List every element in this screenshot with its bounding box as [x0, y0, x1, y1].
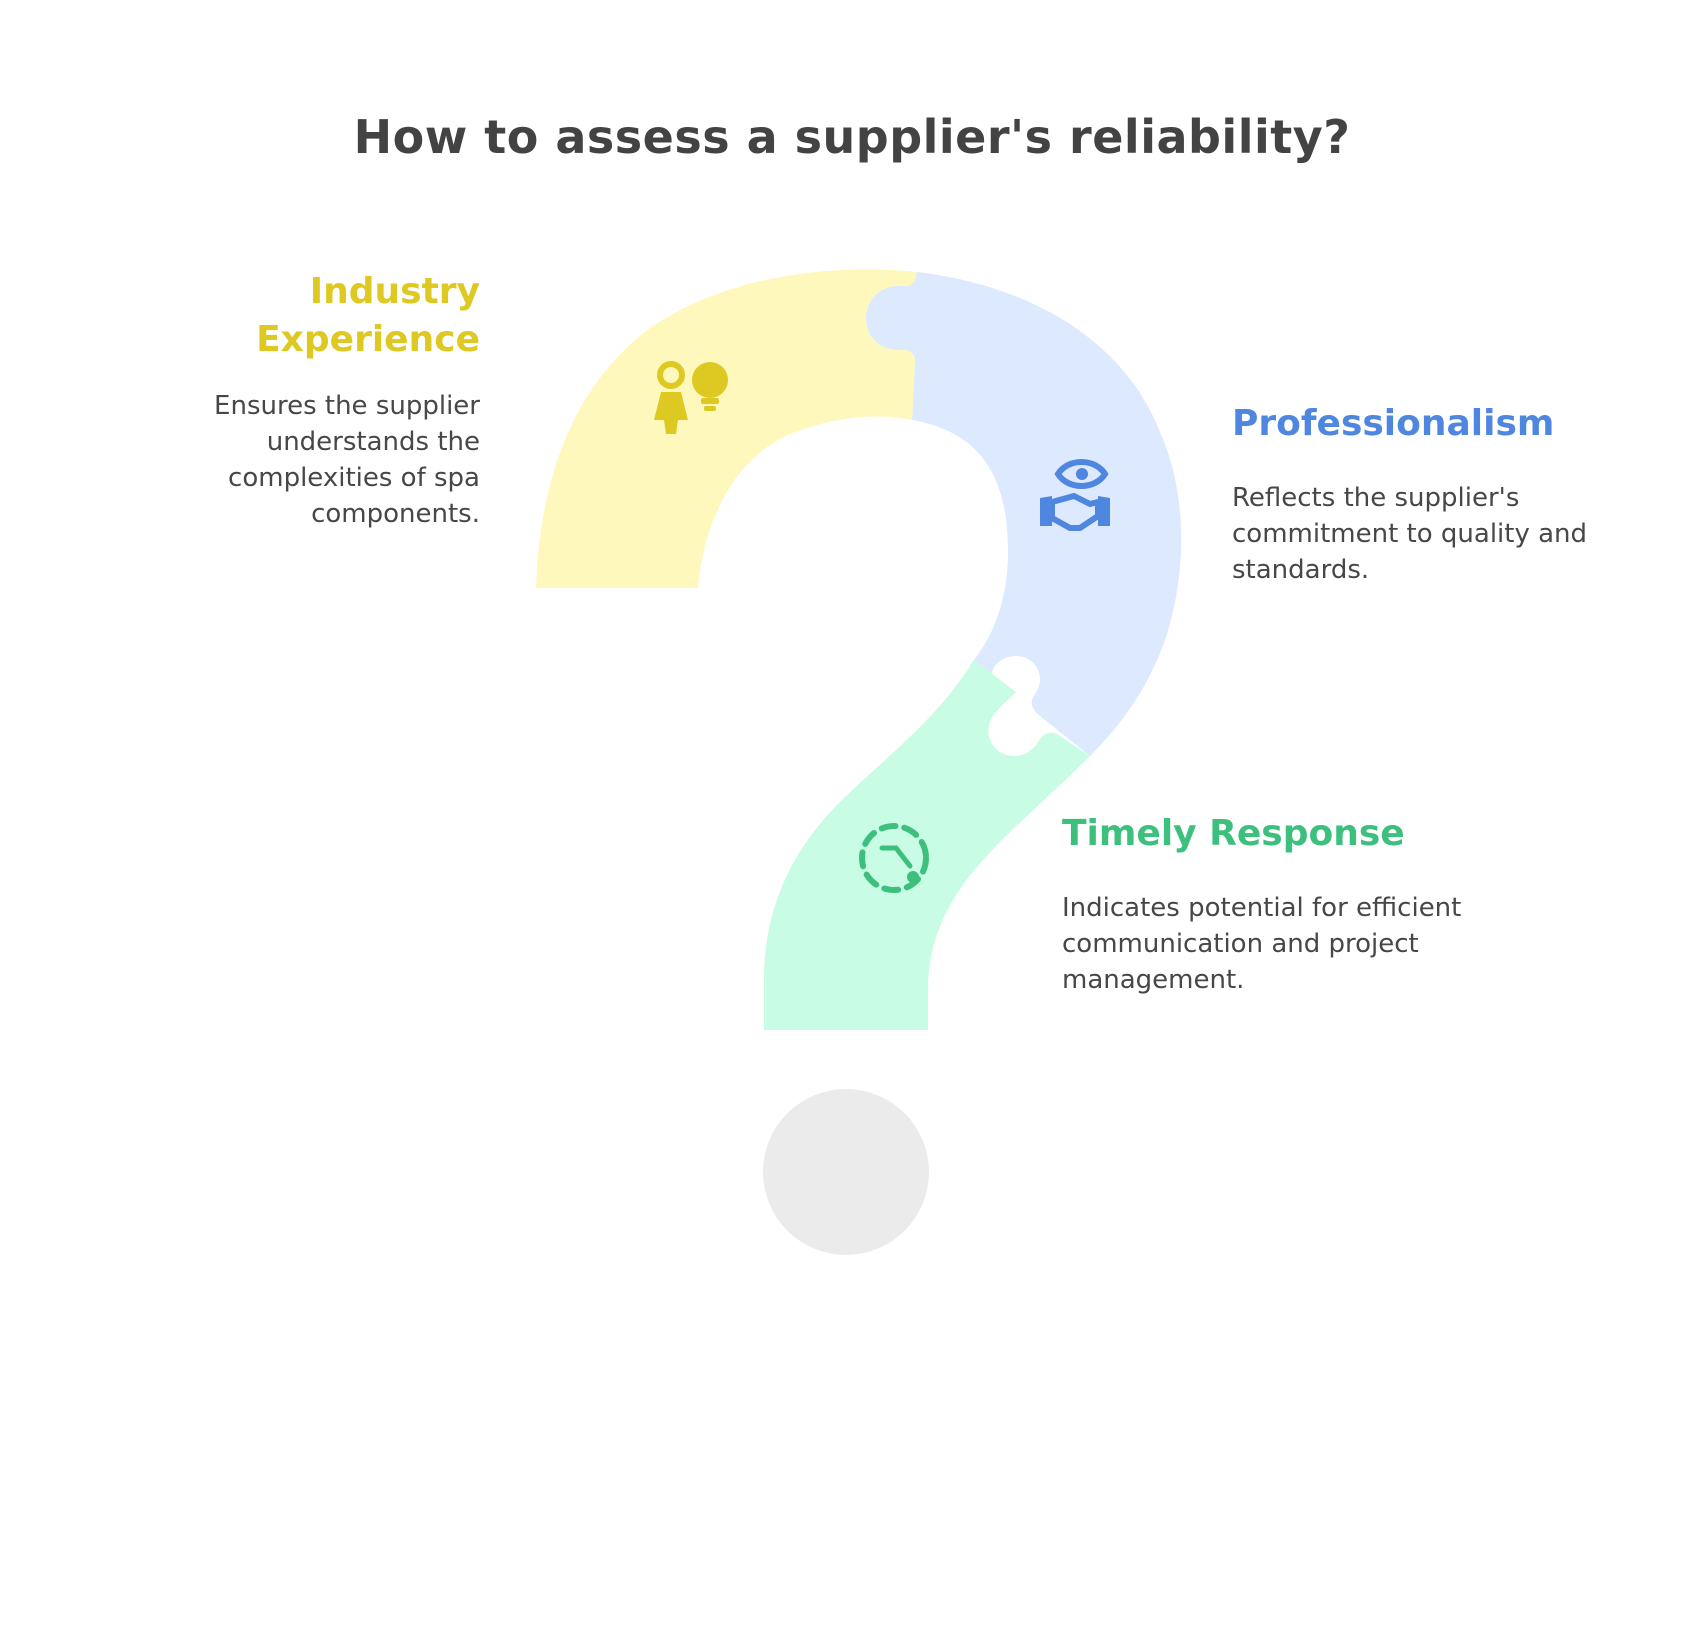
timely-response-block: Timely Response Indicates potential for …: [1062, 810, 1582, 998]
timely-response-heading: Timely Response: [1062, 813, 1405, 854]
professionalism-description: Reflects the supplier's commitment to qu…: [1232, 483, 1588, 585]
question-mark-dot: [763, 1089, 929, 1255]
timely-response-description: Indicates potential for efficient commun…: [1062, 893, 1462, 995]
industry-experience-block: Industry Experience Ensures the supplier…: [120, 268, 480, 532]
industry-experience-description: Ensures the supplier understands the com…: [214, 391, 480, 529]
timely-puzzle-piece: [764, 660, 1090, 1030]
professionalism-heading: Professionalism: [1232, 403, 1555, 444]
industry-puzzle-piece: [536, 269, 918, 588]
person-lightbulb-icon: [654, 361, 728, 434]
eye-handshake-icon: [1040, 459, 1110, 531]
page-title: How to assess a supplier's reliability?: [353, 110, 1351, 164]
professionalism-block: Professionalism Reflects the supplier's …: [1232, 400, 1692, 588]
industry-experience-heading: Industry Experience: [256, 271, 480, 360]
dashed-clock-icon: [859, 823, 929, 893]
professionalism-puzzle-piece: [866, 272, 1182, 756]
